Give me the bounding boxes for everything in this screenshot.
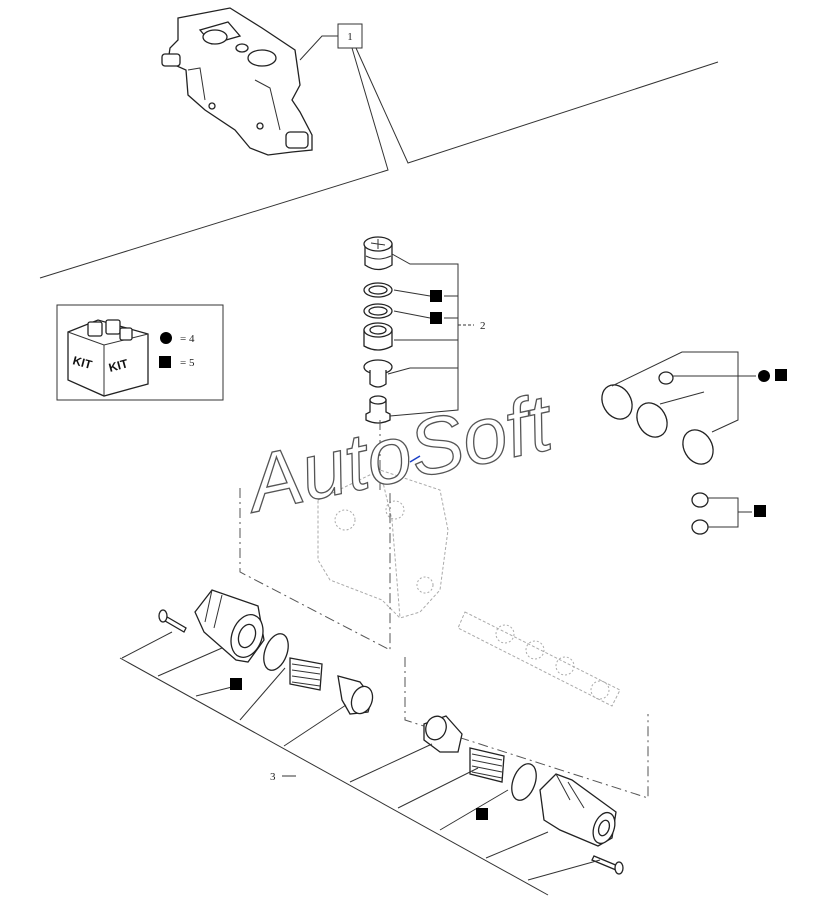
accent-arrow xyxy=(409,455,421,463)
ghost-valve-section xyxy=(317,469,621,707)
spring-right xyxy=(469,747,505,783)
seat-sleeve xyxy=(363,322,393,351)
watermark-text: AutoSoft xyxy=(236,377,561,529)
spring-left xyxy=(289,657,323,691)
end-cap-housing-right xyxy=(539,773,617,847)
callout-2-label: 2 xyxy=(480,320,486,332)
o-ring-lower xyxy=(363,303,393,319)
kit-legend: KIT KIT = 4 = 5 xyxy=(56,304,224,401)
kit-marker-square xyxy=(230,678,242,690)
kit-square-marker xyxy=(754,505,766,517)
part-stack-item-2: 2 xyxy=(363,236,486,424)
kit-marker-square xyxy=(476,808,488,820)
seal-ring-set xyxy=(601,351,787,465)
end-cap-assembly-left xyxy=(158,589,374,715)
spring-seat-left xyxy=(337,675,374,715)
cap-screw-right xyxy=(591,855,624,875)
kit-marker-square xyxy=(430,312,442,324)
end-cap-housing-left xyxy=(194,589,265,663)
o-ring-end-cap-left xyxy=(263,633,289,671)
callout-1: 1 xyxy=(39,23,719,279)
o-ring-upper xyxy=(363,282,393,298)
kit-circle-marker xyxy=(160,332,172,344)
kit-square-marker xyxy=(159,356,171,368)
legend-circle-text: = 4 xyxy=(180,333,195,345)
assembly-line-left xyxy=(239,488,391,651)
end-cap-assembly-right xyxy=(423,715,624,875)
callout-3-label: 3 xyxy=(270,771,276,783)
callout-3-leaders: 3 xyxy=(119,631,601,896)
small-o-ring-set xyxy=(691,492,766,535)
spring-seat-right xyxy=(423,715,463,753)
o-ring-end-cap-right xyxy=(511,763,537,801)
assembly-line-right xyxy=(404,657,649,799)
cap-screw-left xyxy=(158,609,187,633)
kit-box-icon: KIT KIT xyxy=(67,319,149,397)
legend-square-text: = 5 xyxy=(180,357,195,369)
poppet xyxy=(363,359,393,388)
kit-square-marker xyxy=(775,369,787,381)
plug-cap xyxy=(363,236,393,271)
valve-section-body xyxy=(161,7,313,156)
kit-label-right: KIT xyxy=(107,356,130,375)
callout-1-label: 1 xyxy=(347,31,353,43)
kit-label-left: KIT xyxy=(71,353,94,372)
kit-marker-square xyxy=(430,290,442,302)
kit-circle-marker xyxy=(758,370,770,382)
